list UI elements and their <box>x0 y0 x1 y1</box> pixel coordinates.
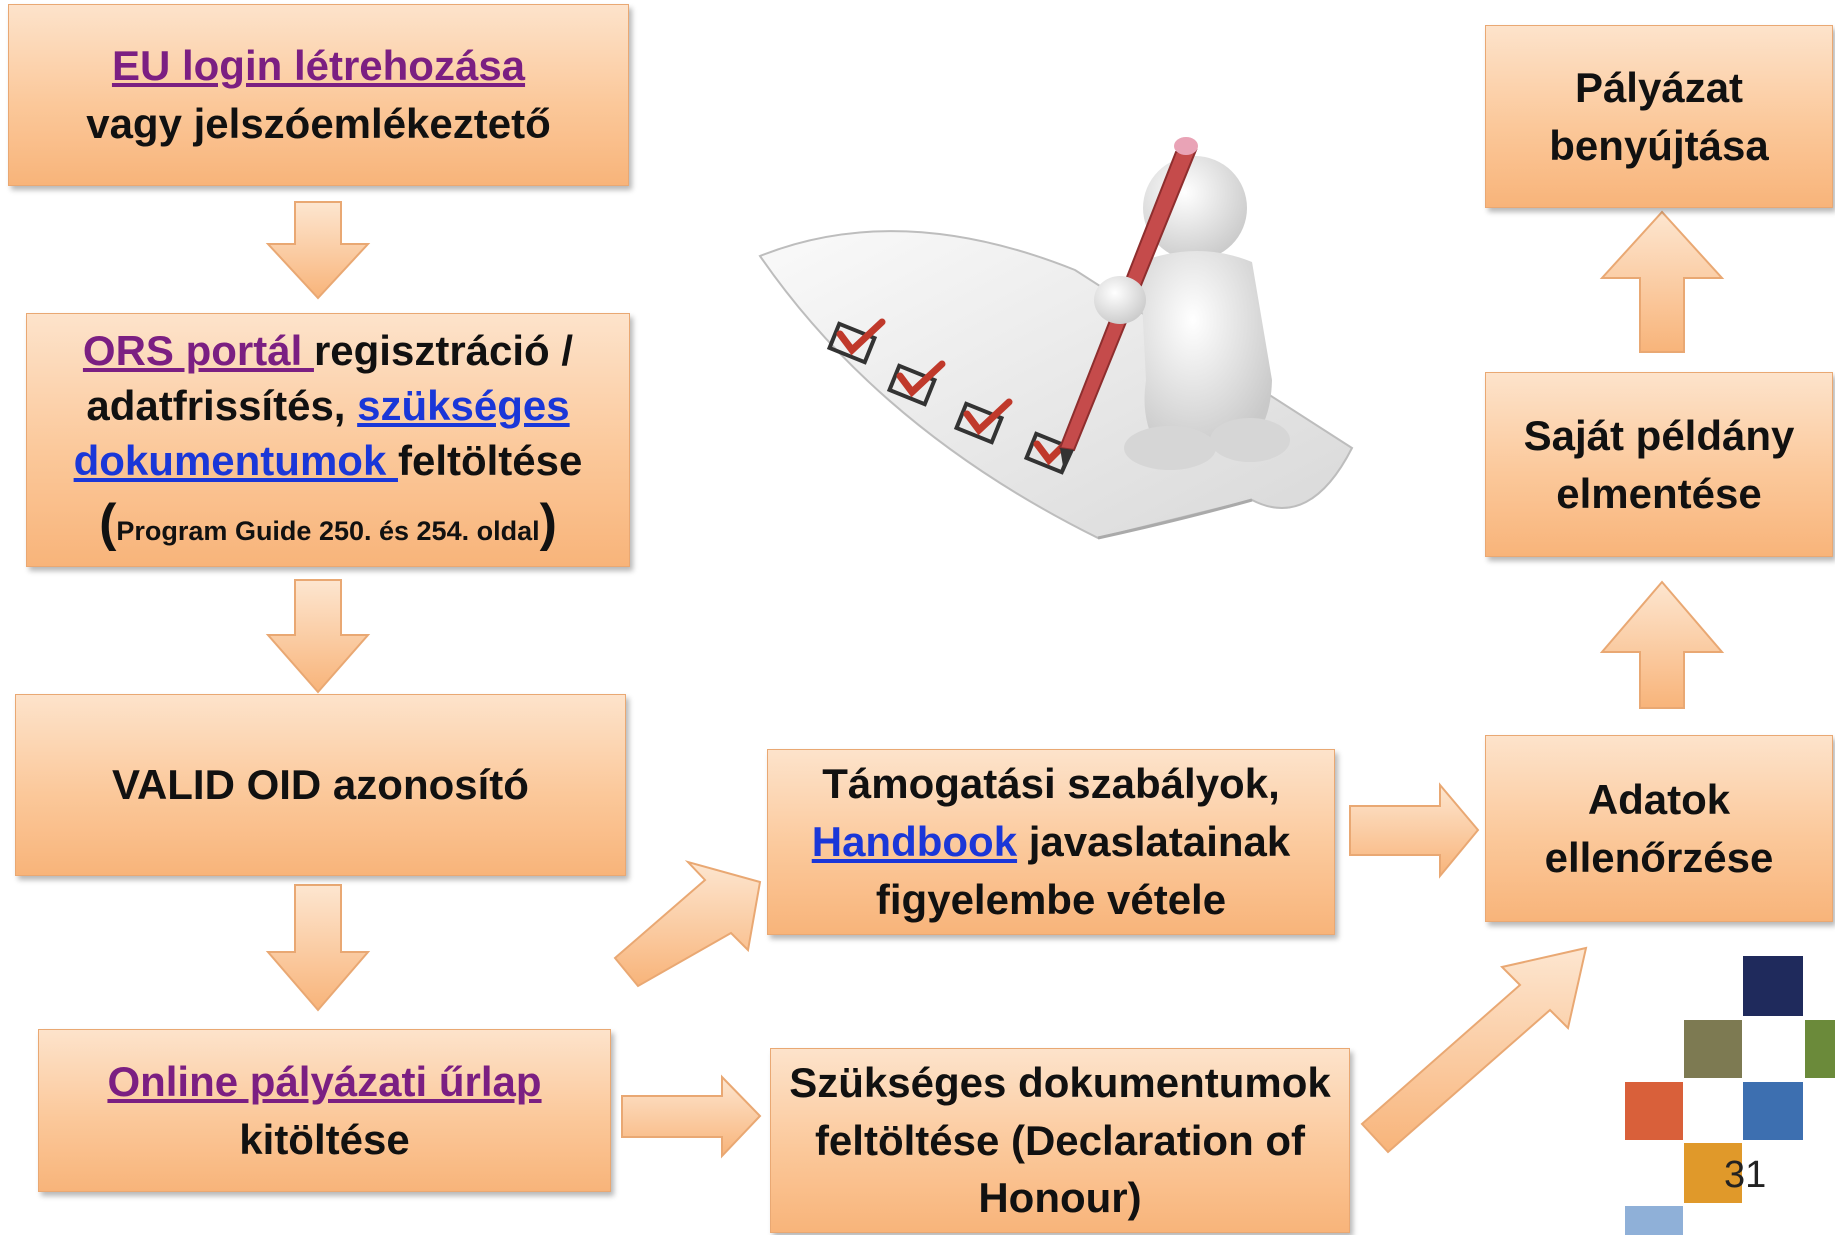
deco-square-blue <box>1743 1082 1803 1140</box>
deco-square-olive <box>1684 1020 1742 1078</box>
check-box: Adatok ellenőrzése <box>1485 735 1833 922</box>
paren-open: ( <box>99 493 117 552</box>
deco-square-orange-red <box>1625 1082 1683 1140</box>
check-line-1: Adatok <box>1587 775 1731 823</box>
ors-text-2: adatfrissítés, <box>86 381 358 429</box>
eu-login-box: EU login létrehozása vagy jelszóemlékezt… <box>8 4 629 186</box>
online-form-text: kitöltése <box>239 1115 410 1163</box>
program-guide-ref: Program Guide 250. és 254. oldal <box>116 515 540 546</box>
deco-square-navy <box>1743 956 1803 1016</box>
ors-box: ORS portál regisztráció / adatfrissítés,… <box>26 313 630 567</box>
rules-line-1: Támogatási szabályok, <box>822 760 1280 808</box>
eu-login-text: vagy jelszóemlékeztető <box>86 100 551 147</box>
ors-text-1: regisztráció / <box>313 326 574 374</box>
ors-text-3: feltöltése <box>397 437 583 485</box>
page-number: 31 <box>1724 1154 1767 1196</box>
documents-line-3: Honour) <box>978 1174 1142 1222</box>
ors-portal-link[interactable]: ORS portál <box>82 326 314 374</box>
submit-line-2: benyújtása <box>1549 121 1769 169</box>
documents-line-1: Szükséges dokumentumok <box>789 1058 1331 1106</box>
documents-box: Szükséges dokumentumok feltöltése (Decla… <box>770 1048 1350 1233</box>
arrow-diagonal-check <box>1360 946 1588 1154</box>
rules-line-2: javaslatainak <box>1017 818 1291 866</box>
submit-box: Pályázat benyújtása <box>1485 25 1833 208</box>
arrow-down-3 <box>265 884 371 1012</box>
save-box: Saját példány elmentése <box>1485 372 1833 557</box>
arrow-right-rules <box>1349 782 1480 879</box>
arrow-down-1 <box>265 201 371 300</box>
check-line-2: ellenőrzése <box>1544 833 1774 881</box>
submit-line-1: Pályázat <box>1574 63 1744 111</box>
eu-login-link[interactable]: EU login létrehozása <box>111 42 526 90</box>
documents-line-2: feltöltése (Declaration of <box>814 1116 1306 1164</box>
deco-square-amber <box>1684 1143 1742 1203</box>
required-documents-link-1[interactable]: szükséges <box>357 381 570 429</box>
deco-square-green <box>1805 1020 1835 1078</box>
save-line-2: elmentése <box>1556 469 1762 517</box>
valid-oid-box: VALID OID azonosító <box>15 694 626 876</box>
arrow-down-2 <box>265 579 371 694</box>
arrow-up-1 <box>1599 210 1725 353</box>
online-form-link[interactable]: Online pályázati űrlap <box>107 1057 542 1105</box>
deco-square-light-blue <box>1625 1206 1683 1235</box>
handbook-link[interactable]: Handbook <box>811 818 1018 866</box>
valid-oid-text: VALID OID azonosító <box>112 761 529 809</box>
rules-line-3: figyelembe vétele <box>875 875 1227 923</box>
arrow-up-2 <box>1599 580 1725 709</box>
save-line-1: Saját példány <box>1523 411 1795 459</box>
arrow-right-documents <box>621 1074 762 1159</box>
rules-box: Támogatási szabályok, Handbook javaslata… <box>767 749 1335 935</box>
online-form-box: Online pályázati űrlap kitöltése <box>38 1029 611 1192</box>
arrow-diagonal-rules <box>613 860 762 988</box>
checklist-illustration <box>758 137 1354 540</box>
paren-close: ) <box>539 493 557 552</box>
required-documents-link-2[interactable]: dokumentumok <box>73 437 398 485</box>
